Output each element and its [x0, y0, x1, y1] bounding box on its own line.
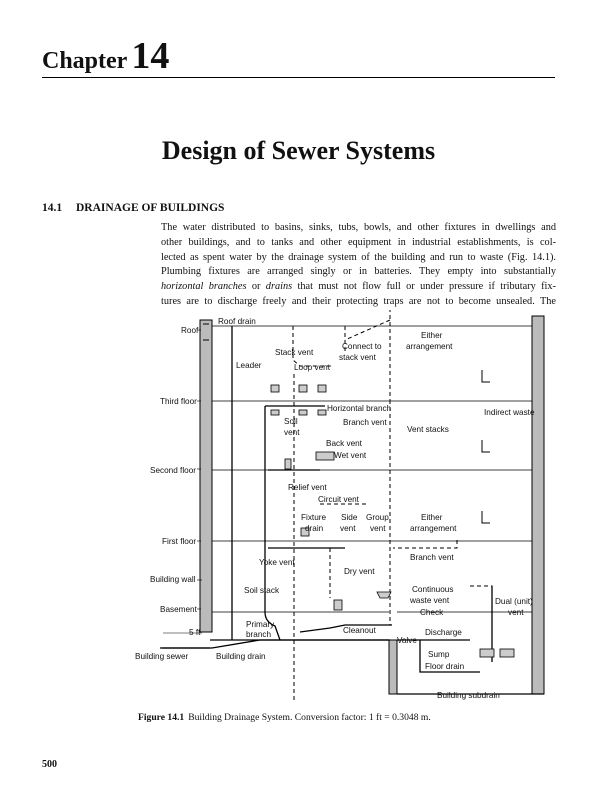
label-wet-vent: Wet vent — [334, 451, 367, 460]
label-relief-vent: Relief vent — [288, 483, 327, 492]
paragraph-line: Plumbing fixtures are arranged singly or… — [161, 266, 556, 278]
label-branch: branch — [246, 630, 271, 639]
label-cleanout: Cleanout — [343, 626, 376, 635]
indirect-waste-fixtures — [481, 370, 490, 524]
label-discharge: Discharge — [425, 628, 462, 637]
label-sump: Sump — [428, 650, 450, 659]
label-arrangement-mid: arrangement — [410, 524, 457, 533]
caption-label: Figure 14.1 — [138, 712, 185, 723]
italic-term: horizontal branches — [161, 281, 247, 293]
label-basement: Basement — [160, 605, 198, 614]
label-vent-stacks: Vent stacks — [407, 425, 449, 434]
label-floor-drain: Floor drain — [425, 662, 465, 671]
label-continuous: Continuous — [412, 585, 453, 594]
label-stack-vent-2: stack vent — [339, 353, 377, 362]
label-valve: Valve — [397, 636, 417, 645]
page-number: 500 — [42, 759, 57, 770]
body-paragraph: The water distributed to basins, sinks, … — [161, 221, 556, 310]
label-roof: Roof — [181, 326, 199, 335]
label-dual-unit: Dual (unit) — [495, 597, 533, 606]
label-branch-vent-low: Branch vent — [410, 553, 454, 562]
label-group-vent: vent — [370, 524, 386, 533]
text-run: that must not flow full or under pressur… — [292, 281, 556, 293]
paragraph-line: horizontal branches or drains that must … — [161, 280, 556, 295]
paragraph-line: lected as spent water by the drainage sy… — [161, 251, 556, 263]
paragraph-line: The water distributed to basins, sinks, … — [161, 222, 556, 233]
label-second-floor: Second floor — [150, 466, 196, 475]
label-connect-to: Connect to — [342, 342, 382, 351]
label-either: Either — [421, 331, 443, 340]
label-soil-stack: Soil stack — [244, 586, 280, 595]
label-circuit-vent: Circuit vent — [318, 495, 360, 504]
paragraph-line: tures are to discharge freely and their … — [161, 295, 556, 307]
label-building-subdrain: Building subdrain — [437, 691, 500, 700]
label-drain: drain — [305, 524, 324, 533]
label-building-wall: Building wall — [150, 575, 196, 584]
label-third-floor: Third floor — [160, 397, 197, 406]
label-five-ft: 5 ft — [189, 628, 201, 637]
label-loop-vent: Loop vent — [294, 363, 331, 372]
label-branch-vent: Branch vent — [343, 418, 387, 427]
label-leaders — [163, 329, 202, 634]
label-primary: Primary — [246, 620, 275, 629]
label-building-sewer: Building sewer — [135, 652, 189, 661]
label-back-vent: Back vent — [326, 439, 363, 448]
vent-lines — [292, 310, 493, 700]
drain-pipes — [162, 326, 493, 673]
label-dual-vent: vent — [508, 608, 524, 617]
section-number: 14.1 — [42, 202, 63, 214]
label-building-drain: Building drain — [216, 652, 266, 661]
fixture-symbols — [270, 384, 515, 658]
label-either-mid: Either — [421, 513, 443, 522]
label-stack-vent: Stack vent — [275, 348, 314, 357]
section-title: DRAINAGE OF BUILDINGS — [76, 202, 225, 214]
label-first-floor: First floor — [162, 537, 196, 546]
label-horizontal-branch: Horizontal branch — [327, 404, 392, 413]
label-fixture: Fixture — [301, 513, 326, 522]
label-side: Side — [341, 513, 358, 522]
label-arrangement: arrangement — [406, 342, 453, 351]
chapter-rule — [42, 77, 555, 78]
label-group: Group — [366, 513, 389, 522]
chapter-title: Design of Sewer Systems — [161, 136, 436, 165]
label-vent: vent — [284, 428, 300, 437]
label-side-vent: vent — [340, 524, 356, 533]
label-soil: Soil — [284, 417, 298, 426]
label-waste-vent: waste vent — [409, 596, 450, 605]
label-roof-drain: Roof drain — [218, 317, 256, 326]
label-dry-vent: Dry vent — [344, 567, 375, 576]
label-yoke-vent: Yoke vent — [259, 558, 295, 567]
chapter-word: Chapter — [42, 48, 128, 74]
label-indirect-waste: Indirect waste — [484, 408, 535, 417]
building-drainage-figure: Roof Roof drain Stack vent Connect to st… — [135, 310, 545, 700]
caption-text: Building Drainage System. Conversion fac… — [188, 712, 431, 723]
paragraph-line: other buildings, and to tanks and other … — [161, 236, 556, 248]
label-leader: Leader — [236, 361, 262, 370]
text-run: or — [246, 281, 266, 293]
section-heading: 14.1 DRAINAGE OF BUILDINGS — [42, 202, 224, 214]
building-walls — [199, 315, 545, 695]
floor-lines — [160, 325, 532, 649]
italic-term: drains — [265, 281, 293, 293]
label-check: Check — [420, 608, 444, 617]
chapter-number: 14 — [131, 35, 170, 77]
